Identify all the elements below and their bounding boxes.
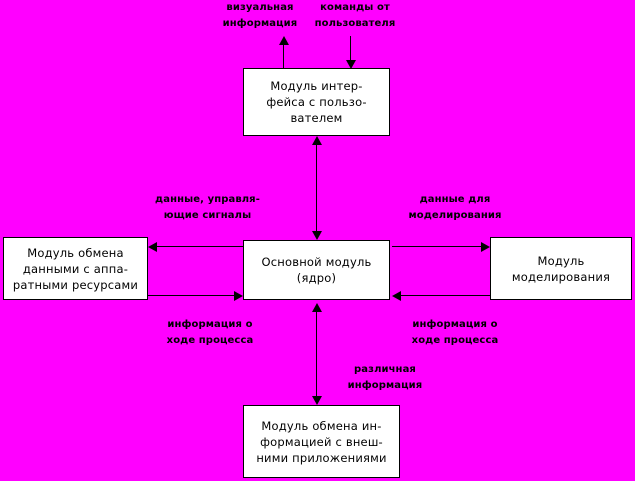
- edge-visual-info-line: [283, 40, 284, 69]
- node-hardware-module-label: Модуль обмена данными с аппа- ратными ре…: [12, 245, 139, 292]
- node-external-apps-module[interactable]: Модуль обмена ин- формацией с внеш- ними…: [243, 405, 400, 478]
- arrowhead-interface-core-up: [312, 136, 322, 145]
- edge-core-external-line: [316, 307, 317, 399]
- node-hardware-module[interactable]: Модуль обмена данными с аппа- ратными ре…: [3, 237, 148, 300]
- arrowhead-modeling-to-core-left: [392, 291, 401, 301]
- arrowhead-interface-core-down: [312, 231, 322, 240]
- node-interface-module[interactable]: Модуль интер- фейса с пользо- вателем: [243, 68, 390, 136]
- edge-interface-core-line: [316, 140, 317, 237]
- label-data-for-modeling: данные для моделирования: [408, 194, 502, 221]
- arrowhead-core-to-hardware-left: [148, 242, 157, 252]
- arrowhead-core-to-modeling-right: [481, 242, 490, 252]
- node-modeling-module[interactable]: Модуль моделирования: [490, 237, 632, 300]
- node-interface-module-label: Модуль интер- фейса с пользо- вателем: [266, 79, 367, 125]
- arrowhead-core-external-up: [312, 303, 322, 312]
- arrowhead-hardware-to-core-right: [234, 291, 243, 301]
- label-process-info-left: информация о ходе процесса: [166, 319, 254, 346]
- label-data-control-signals: данные, управля- ющие сигналы: [155, 194, 260, 221]
- node-modeling-module-label: Модуль моделирования: [511, 253, 611, 284]
- edge-user-commands-line: [350, 36, 351, 64]
- label-user-commands: команды от пользователя: [314, 2, 396, 29]
- arrowhead-core-external-down: [312, 396, 322, 405]
- edge-hardware-to-core-line: [148, 295, 239, 296]
- node-core-module-label: Основной модуль (ядро): [261, 255, 372, 285]
- edge-modeling-to-core-line: [396, 295, 490, 296]
- label-various-info: различная информация: [347, 364, 423, 391]
- arrowhead-user-commands-down: [346, 60, 356, 69]
- node-core-module[interactable]: Основной модуль (ядро): [243, 240, 390, 300]
- edge-core-to-hardware-line: [152, 246, 243, 247]
- label-visual-info: визуальная информация: [222, 2, 298, 29]
- node-external-apps-module-label: Модуль обмена ин- формацией с внеш- ними…: [256, 418, 387, 465]
- arrowhead-visual-info-up: [279, 36, 289, 45]
- label-process-info-right: информация о ходе процесса: [411, 319, 499, 346]
- edge-core-to-modeling-line: [392, 246, 486, 247]
